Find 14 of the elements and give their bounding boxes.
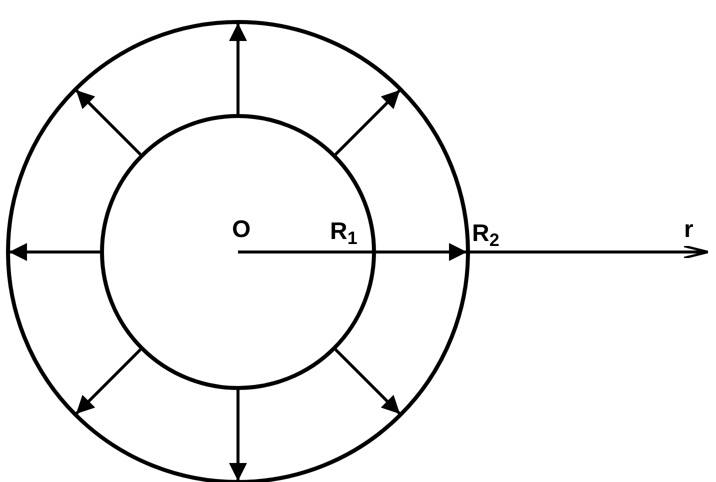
arrow [75, 89, 142, 156]
symbol-label: R$_{1}$ [330, 220, 358, 244]
arrow [229, 390, 247, 481]
arrow [334, 348, 401, 415]
circle-outline [100, 114, 376, 390]
arrow [334, 89, 401, 156]
arrow [229, 23, 247, 114]
symbol-label: r [684, 218, 694, 242]
arrow [9, 243, 100, 261]
arrow [376, 243, 467, 261]
symbol-label: R$_{2}$ [472, 222, 500, 246]
symbol-label: O [232, 218, 251, 242]
arrow [75, 348, 142, 415]
circle-outline [6, 20, 470, 482]
